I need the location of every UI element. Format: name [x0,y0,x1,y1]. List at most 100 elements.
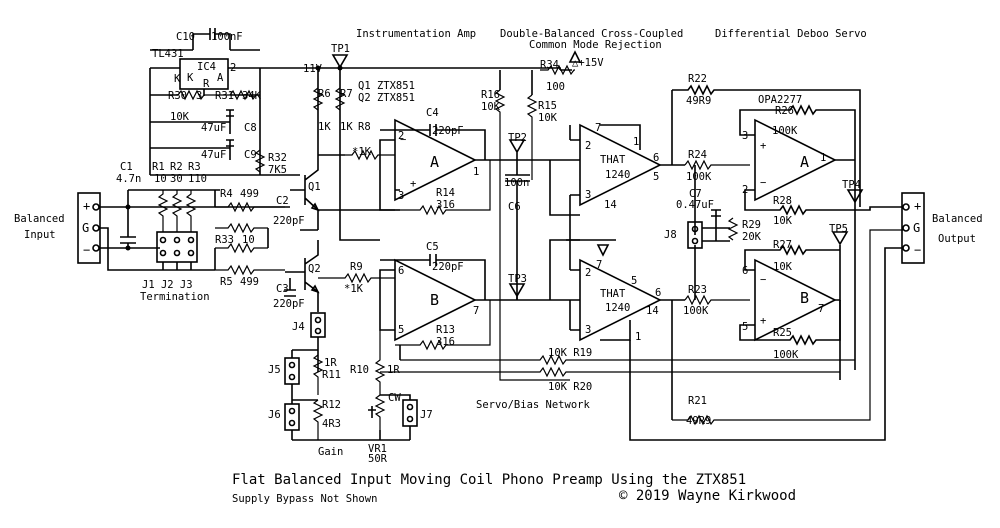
r31-value: 34K [242,90,262,102]
that2-value: 1240 [605,302,630,314]
r12-value: 4R3 [322,418,341,430]
that2-pin7: 7 [596,259,602,271]
q2-ztx-label: Q2 ZTX851 [358,92,415,104]
opamp-a-label: A [430,153,439,171]
servo-a-label: A [800,153,809,171]
servo-b-label: B [800,289,809,307]
r26-label: R26 [775,105,794,117]
opamp-a-minus: − [400,134,406,146]
r23-label: R23 [688,284,707,296]
opamp-a-pin2: 2 [398,130,404,142]
r27-label: R27 [773,239,792,251]
c7-label: C7 [689,188,702,200]
opamp-b-pin5: 5 [398,324,404,336]
r6-label: R6 [318,88,331,100]
r23-value: 100K [683,305,709,317]
r13-label: R13 [436,324,455,336]
heading-instrumentation: Instrumentation Amp [356,28,476,40]
ic4-label: IC4 [197,61,216,73]
heading-double-balanced: Double-Balanced Cross-Coupled [500,28,683,40]
r33-label: R33 [215,234,234,246]
r25-value: 100K [773,349,799,361]
balanced-output-connector: + G − [901,192,925,264]
input-title-2: Input [24,229,56,241]
tl431-k2: K [174,73,181,85]
gain-network [284,330,418,441]
supply-label: △+15V [572,57,604,69]
that2-pin2: 2 [585,267,591,279]
output-title-2: Output [938,233,976,245]
c9-value: 47uF [201,149,226,161]
j7-label: J7 [420,409,433,421]
r10-label: R10 [350,364,369,376]
opa-label: OPA2277 [758,94,802,106]
opamp-b-pin7: 7 [473,305,479,317]
r31-label: R31 [215,90,234,102]
svg-text:+: + [914,199,921,213]
r30-label: R30 [168,90,187,102]
svg-text:G: G [82,221,89,235]
c6-value: 100n [504,177,529,189]
q1-transistor [290,154,400,241]
r24-value: 100K [686,171,712,183]
balanced-input-connector: + G − [77,192,101,264]
that2-pin5: 5 [631,275,637,287]
copyright: © 2019 Wayne Kirkwood [619,488,796,504]
r1-label: R1 [152,161,165,173]
output-wiring [629,84,903,441]
termination-resistors [156,190,198,270]
that1-label: THAT [600,154,626,166]
output-title-1: Balanced [932,213,983,225]
j4-jumper [310,312,326,372]
tp1-label: TP1 [331,43,350,55]
r13-value: 316 [436,336,455,348]
servo-a-plus: + [760,140,766,152]
r29-value: 20K [742,231,762,243]
tl431-r: R [203,78,210,90]
opamp-b-servo [739,189,864,346]
r16-label: R16 [481,89,500,101]
r19-label: 10K R19 [548,347,592,359]
r5-value: 499 [240,276,259,288]
vr1-value: 50R [368,453,388,465]
r20-label: 10K R20 [548,381,592,393]
r29-resistor [727,217,739,241]
r21-label: R21 [688,395,707,407]
opamp-a-pin3: 3 [398,190,404,202]
servo-a-pin2: 2 [742,184,748,196]
r4-value: 499 [240,188,259,200]
r11-value: 1R [324,357,337,369]
c10-label: C10 [176,31,195,43]
q2-transistor [284,240,320,312]
opamp-a-pin1: 1 [473,166,479,178]
r4-label: R4 [220,188,233,200]
r22-label: R22 [688,73,707,85]
that2-pin14: 14 [646,305,659,317]
r26-value: 100K [772,125,798,137]
r1-value: 10 [154,173,167,185]
schematic-title: Flat Balanced Input Moving Coil Phono Pr… [232,472,746,488]
r3-value: 110 [188,173,207,185]
r25-label: R25 [773,327,792,339]
q1-ztx-label: Q1 ZTX851 [358,80,415,92]
supply-rail [312,54,572,155]
servo-b-pin5: 5 [742,321,748,333]
r9-label: R9 [350,261,363,273]
servo-b-pin6: 6 [742,265,748,277]
termination-label: Termination [140,291,210,303]
tl431-pin2: 2 [230,62,236,74]
c1-value: 4.7n [116,173,141,185]
r21-value: 49R9 [686,415,711,427]
opamp-b-pin6: 6 [398,265,404,277]
tp4-label: TP4 [842,179,861,191]
input-title-1: Balanced [14,213,65,225]
tp2-label: TP2 [508,132,527,144]
r10-value: 1R [387,364,400,376]
vr1-label: VR1 [368,443,387,455]
j4-label: J4 [292,321,305,333]
r34-value: 100 [546,81,565,93]
q1-label: Q1 [308,181,321,193]
j1-j3-label: J1 J2 J3 [142,279,193,291]
svg-text:G: G [913,221,920,235]
